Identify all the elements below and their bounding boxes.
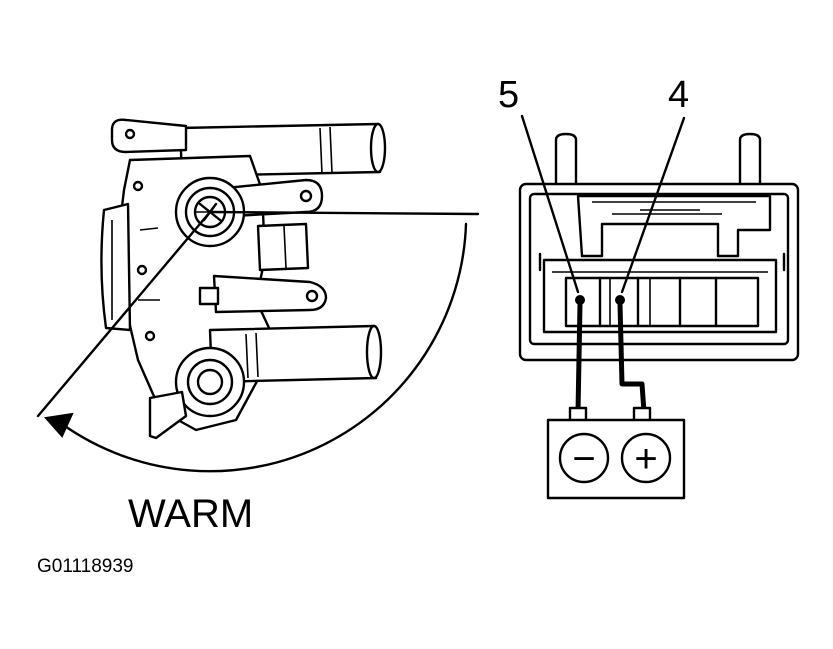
test-leads	[575, 303, 647, 413]
negative-symbol: −	[572, 437, 595, 481]
terminal-4-label: 4	[668, 74, 689, 116]
terminal-5-pin	[575, 295, 585, 305]
rotation-indicator	[36, 210, 480, 473]
figure-id: G01118939	[37, 556, 134, 577]
positive-terminal-icon	[620, 432, 672, 484]
negative-terminal-icon	[558, 432, 610, 484]
battery: − +	[546, 406, 686, 500]
connector	[518, 132, 800, 362]
warm-label: WARM	[128, 492, 253, 536]
positive-symbol: +	[634, 437, 657, 481]
arrow-head-icon	[44, 412, 74, 438]
heater-valve	[100, 118, 387, 440]
terminal-4-pin	[615, 295, 625, 305]
leader-5	[520, 114, 580, 294]
leader-4	[620, 116, 686, 294]
terminal-5-label: 5	[498, 74, 519, 116]
